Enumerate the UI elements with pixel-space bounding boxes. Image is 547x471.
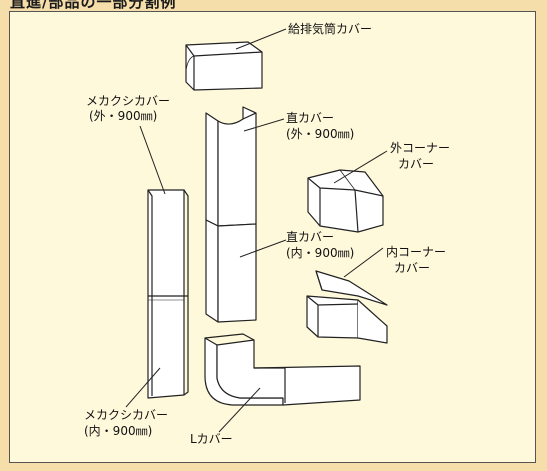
label-inner-corner: 内コーナー — [386, 245, 447, 259]
label-inner-corner-sub: カバー — [394, 261, 431, 275]
straight-inner-part — [205, 219, 257, 323]
label-straight-inner-spec: (内・900㎜) — [286, 246, 355, 260]
header-strip: 直進/部品の一部分割例 — [0, 0, 547, 10]
label-straight-outer-spec: (外・900㎜) — [286, 127, 355, 141]
label-straight-inner: 直カバー — [286, 230, 335, 244]
exhaust-cover-part — [185, 41, 263, 91]
inner-corner-part — [306, 270, 388, 344]
page-title: 直進/部品の一部分割例 — [10, 0, 177, 10]
label-straight-outer: 直カバー — [286, 111, 335, 125]
label-mekakushi-inner: メカクシカバー — [84, 408, 169, 422]
l-cover-part — [204, 333, 361, 406]
label-mekakushi-outer-spec: (外・900㎜) — [89, 109, 158, 123]
label-l-cover: Lカバー — [190, 432, 233, 446]
label-mekakushi-inner-spec: (内・900㎜) — [84, 424, 153, 438]
label-outer-corner: 外コーナー — [390, 141, 451, 155]
straight-outer-part — [205, 106, 257, 227]
mekakushi-cover-part — [147, 189, 189, 399]
label-mekakushi-outer: メカクシカバー — [86, 94, 171, 108]
label-outer-corner-sub: カバー — [398, 157, 435, 171]
label-exhaust-cover: 給排気筒カバー — [288, 22, 373, 36]
leader-lines — [125, 28, 388, 433]
outer-corner-part — [307, 169, 384, 233]
